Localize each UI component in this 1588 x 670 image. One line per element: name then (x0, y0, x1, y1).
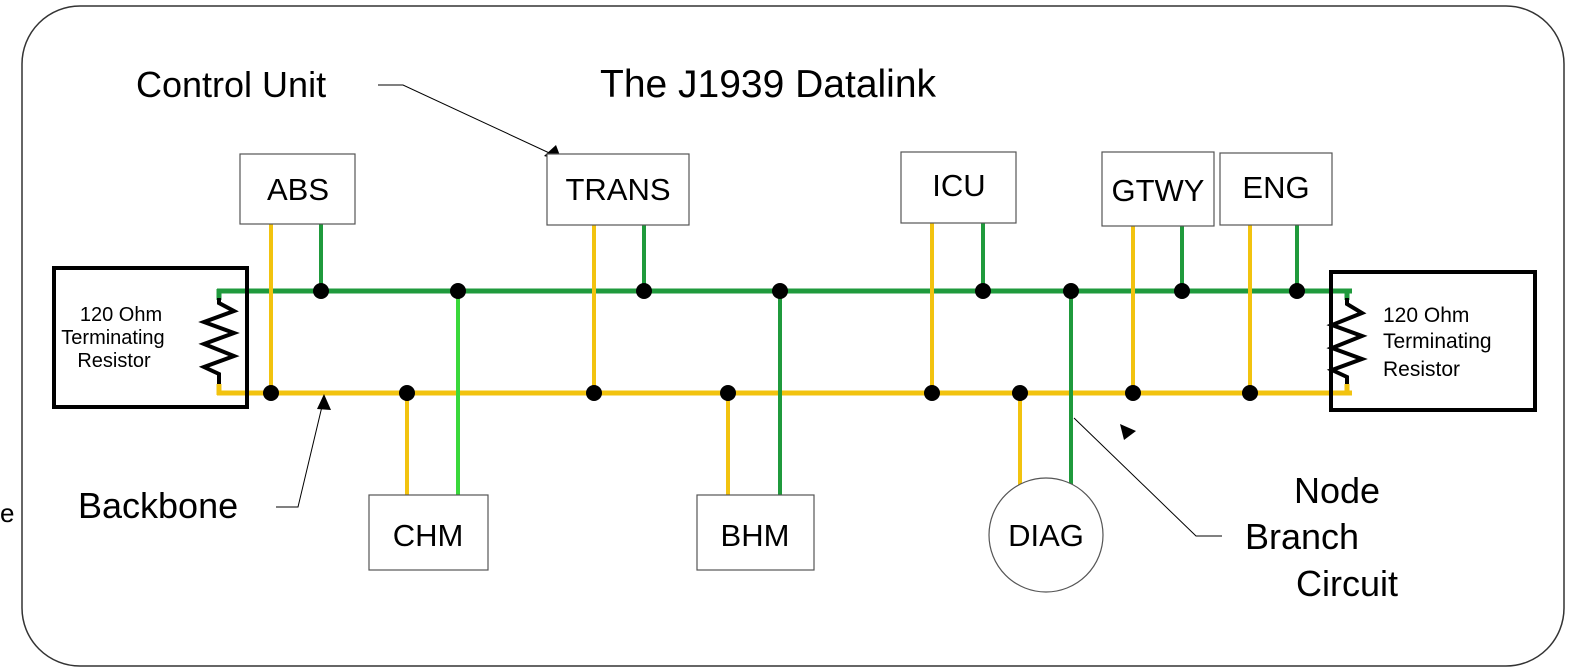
junction-dot (1174, 283, 1190, 299)
callout-control-unit-leader (378, 84, 559, 158)
junction-dot (263, 385, 279, 401)
node-diag-label: DIAG (1008, 518, 1084, 553)
terminator-right: 120 Ohm Terminating Resistor (1326, 270, 1537, 412)
node-chm-label: CHM (393, 518, 464, 553)
junction-dot (1063, 283, 1079, 299)
callout-branch-line-1: Node (1294, 470, 1380, 511)
node-trans-label: TRANS (565, 172, 670, 207)
junction-dot (1242, 385, 1258, 401)
margin-fragment: e (0, 498, 14, 528)
terminator-left-box (52, 266, 249, 409)
node-abs: ABS (239, 153, 356, 225)
callout-backbone: Backbone (78, 485, 238, 526)
junction-dot (924, 385, 940, 401)
terminator-left-line-1: 120 Ohm (80, 304, 162, 326)
backbone (216, 288, 1352, 396)
node-trans: TRANS (546, 153, 690, 226)
resistor-left-icon (198, 298, 240, 384)
junction-dot (1289, 283, 1305, 299)
node-trans-box (546, 153, 690, 226)
callout-control-unit: Control Unit (136, 64, 326, 105)
terminator-left-line-3: Resistor (77, 350, 151, 372)
node-bhm: BHM (696, 494, 815, 571)
terminator-left-line-2: Terminating (61, 327, 164, 349)
callout-branch-line-2: Branch (1245, 516, 1359, 557)
junction-dot (586, 385, 602, 401)
callout-backbone-arrowhead (317, 394, 331, 410)
node-gtwy-label: GTWY (1112, 173, 1205, 208)
node-gtwy-box (1101, 151, 1215, 227)
node-eng-box (1219, 152, 1333, 226)
node-abs-box (239, 153, 356, 225)
junction-dot (975, 283, 991, 299)
junction-dot (1125, 385, 1141, 401)
node-eng-label: ENG (1242, 170, 1309, 205)
terminator-right-line-3: Resistor (1383, 358, 1460, 381)
node-eng: ENG (1219, 152, 1333, 226)
node-diag: DIAG (988, 477, 1104, 593)
node-diag-circle (988, 477, 1104, 593)
junction-dot (313, 283, 329, 299)
junction-dot (772, 283, 788, 299)
node-gtwy: GTWY (1101, 151, 1215, 227)
node-icu: ICU (900, 151, 1017, 224)
callout-branch-leader (1073, 417, 1222, 537)
terminator-left: 120 Ohm Terminating Resistor (52, 266, 249, 409)
node-bhm-label: BHM (721, 518, 790, 553)
terminator-right-box (1329, 270, 1537, 412)
junction-dot (636, 283, 652, 299)
callout-backbone-leader (276, 397, 325, 508)
junction-dot (720, 385, 736, 401)
terminator-right-line-1: 120 Ohm (1383, 304, 1469, 327)
node-abs-label: ABS (267, 172, 329, 207)
terminator-right-line-2: Terminating (1383, 330, 1492, 353)
diagram-title: The J1939 Datalink (600, 63, 937, 106)
node-bhm-box (696, 494, 815, 571)
node-chm-box (368, 494, 489, 571)
callout-branch-line-3: Circuit (1296, 563, 1398, 604)
slide-frame (21, 5, 1565, 667)
callout-branch-arrowhead (1120, 424, 1136, 440)
junction-dot (1012, 385, 1028, 401)
node-icu-label: ICU (932, 168, 985, 203)
node-chm: CHM (368, 494, 489, 571)
junction-dot (450, 283, 466, 299)
node-icu-box (900, 151, 1017, 224)
resistor-right-icon (1326, 298, 1368, 384)
junction-dots (263, 283, 1305, 401)
junction-dot (399, 385, 415, 401)
